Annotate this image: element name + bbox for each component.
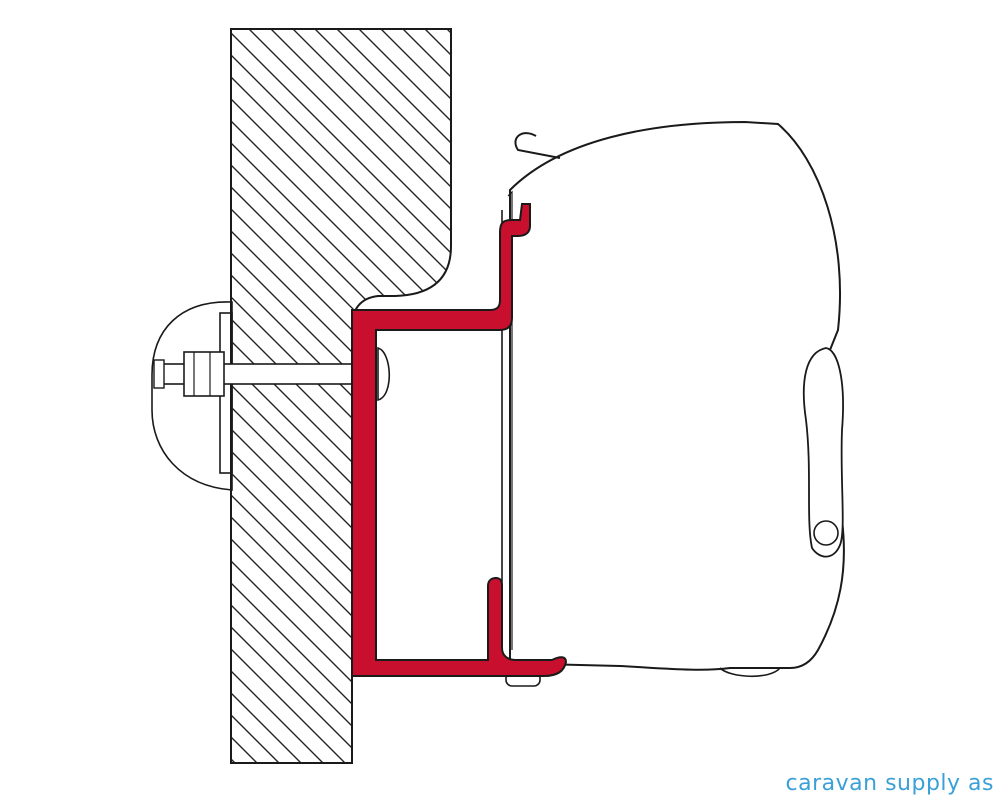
adapter-bracket (351, 203, 568, 677)
wall-section (230, 28, 452, 764)
awning-notch (813, 520, 839, 546)
top-hook (514, 132, 561, 159)
awning-cassette (509, 120, 845, 671)
brand-watermark: caravan supply as (785, 771, 994, 796)
awning-front-bar (802, 347, 844, 558)
bolt-head (377, 346, 390, 402)
bolt-nut (183, 351, 225, 397)
